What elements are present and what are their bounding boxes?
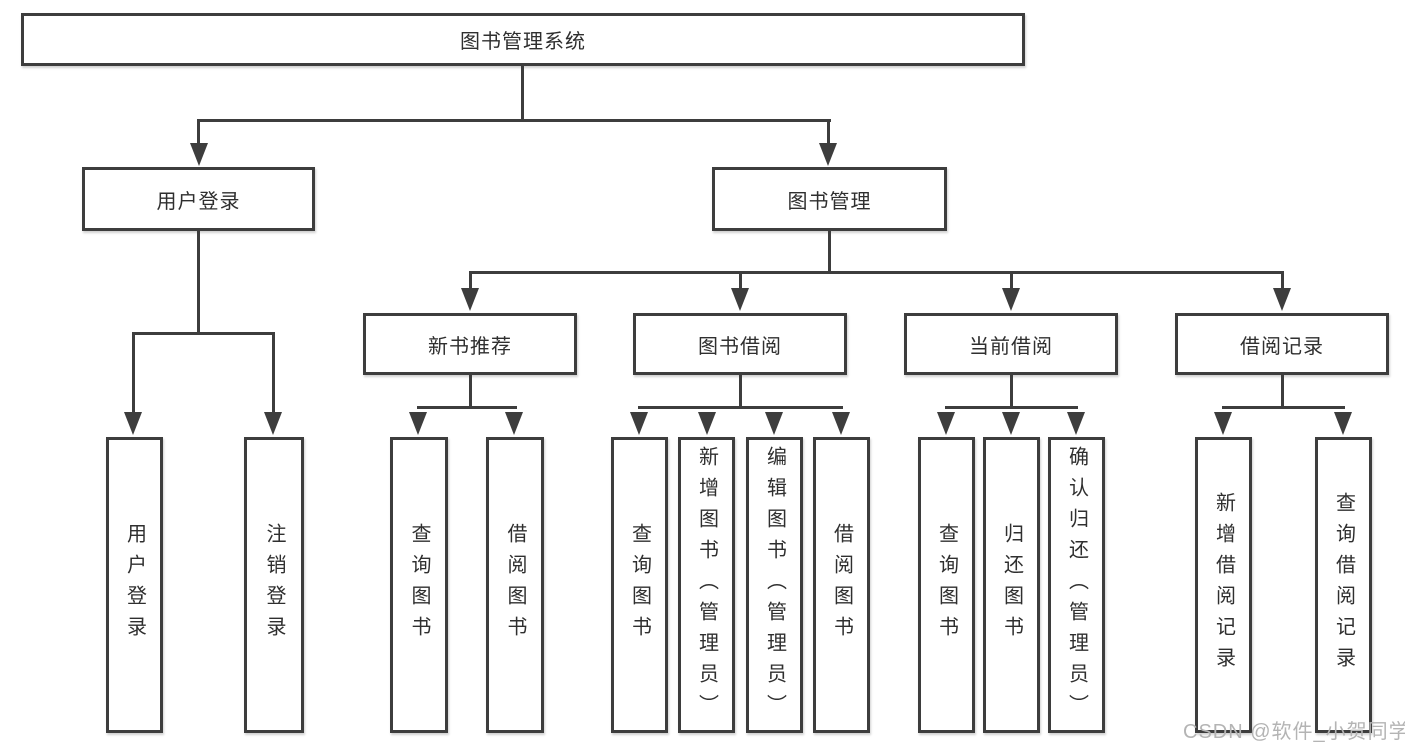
arrowhead-down-icon: [819, 143, 837, 166]
arrowhead-down-icon: [264, 412, 282, 435]
connector-user-login-split: [132, 332, 275, 335]
connector-borrowing-split: [638, 406, 843, 409]
arrowhead-down-icon: [832, 412, 850, 435]
connector-user-login-stem: [197, 231, 200, 334]
leaf-borrow-books-recommend: 借阅图书: [486, 437, 544, 733]
leaf-query-books-current: 查询图书: [918, 437, 975, 733]
leaf-return-books-label: 归还图书: [1000, 523, 1023, 647]
leaf-borrow-books-recommend-label: 借阅图书: [504, 523, 526, 647]
leaf-query-books-current-label: 查询图书: [935, 523, 958, 647]
connector-stem: [132, 332, 135, 416]
connector-records-split: [1222, 406, 1345, 409]
leaf-add-books-admin-label: 新增图书（管理员）: [695, 445, 718, 725]
arrowhead-down-icon: [1214, 412, 1232, 435]
node-book-borrowing-label: 图书借阅: [698, 335, 782, 358]
node-current-borrowing: 当前借阅: [904, 313, 1118, 375]
leaf-query-borrow-record-label: 查询借阅记录: [1332, 492, 1355, 678]
node-current-borrowing-label: 当前借阅: [969, 335, 1053, 358]
arrowhead-down-icon: [1067, 412, 1085, 435]
leaf-query-borrow-record: 查询借阅记录: [1315, 437, 1372, 733]
leaf-borrow-books: 借阅图书: [813, 437, 870, 733]
node-root: 图书管理系统: [21, 13, 1025, 66]
arrowhead-down-icon: [937, 412, 955, 435]
leaf-edit-books-admin-label: 编辑图书（管理员）: [763, 445, 786, 725]
arrowhead-down-icon: [765, 412, 783, 435]
connector-root-stem: [521, 66, 524, 121]
connector-level3-split: [469, 271, 1284, 274]
leaf-confirm-return-admin-label: 确认归还（管理员）: [1065, 445, 1088, 725]
arrowhead-down-icon: [190, 143, 208, 166]
arrowhead-down-icon: [124, 412, 142, 435]
connector-stem: [469, 271, 472, 291]
leaf-return-books: 归还图书: [983, 437, 1040, 733]
arrowhead-down-icon: [1002, 412, 1020, 435]
arrowhead-down-icon: [409, 412, 427, 435]
leaf-borrow-books-label: 借阅图书: [830, 523, 853, 647]
connector-current-split: [945, 406, 1078, 409]
csdn-watermark: CSDN @软件_小贺同学: [1183, 721, 1405, 743]
arrowhead-down-icon: [505, 412, 523, 435]
arrowhead-down-icon: [1273, 288, 1291, 311]
leaf-confirm-return-admin: 确认归还（管理员）: [1048, 437, 1105, 733]
leaf-logout: 注销登录: [244, 437, 304, 733]
node-user-login-label: 用户登录: [156, 190, 241, 213]
connector-stem: [1010, 271, 1013, 291]
connector-stem: [1281, 271, 1284, 291]
leaf-add-borrow-record: 新增借阅记录: [1195, 437, 1252, 733]
node-book-management: 图书管理: [712, 167, 947, 231]
connector-current-stem: [1010, 375, 1013, 409]
node-user-login: 用户登录: [82, 167, 315, 231]
leaf-logout-label: 注销登录: [263, 523, 285, 647]
leaf-query-books-recommend-label: 查询图书: [408, 523, 430, 647]
leaf-add-books-admin: 新增图书（管理员）: [678, 437, 735, 733]
leaf-query-books-recommend: 查询图书: [390, 437, 448, 733]
node-root-label: 图书管理系统: [460, 31, 586, 53]
leaf-edit-books-admin: 编辑图书（管理员）: [746, 437, 803, 733]
arrowhead-down-icon: [731, 288, 749, 311]
arrowhead-down-icon: [461, 288, 479, 311]
arrowhead-down-icon: [1002, 288, 1020, 311]
connector-book-mgmt-stem: [828, 231, 831, 274]
connector-stem: [827, 119, 830, 149]
connector-level2-split: [197, 119, 831, 122]
node-book-borrowing: 图书借阅: [633, 313, 847, 375]
node-new-book-recommend-label: 新书推荐: [428, 335, 512, 358]
arrowhead-down-icon: [698, 412, 716, 435]
arrowhead-down-icon: [1334, 412, 1352, 435]
leaf-user-login: 用户登录: [106, 437, 163, 733]
leaf-user-login-label: 用户登录: [123, 523, 146, 647]
leaf-query-books-borrowing: 查询图书: [611, 437, 668, 733]
connector-recommend-split: [417, 406, 517, 409]
node-book-management-label: 图书管理: [787, 190, 872, 213]
leaf-add-borrow-record-label: 新增借阅记录: [1212, 492, 1235, 678]
connector-stem: [739, 271, 742, 291]
connector-stem: [197, 119, 200, 149]
connector-records-stem: [1281, 375, 1284, 409]
connector-borrowing-stem: [739, 375, 742, 409]
arrowhead-down-icon: [630, 412, 648, 435]
node-new-book-recommend: 新书推荐: [363, 313, 577, 375]
connector-recommend-stem: [469, 375, 472, 409]
node-borrowing-records: 借阅记录: [1175, 313, 1389, 375]
connector-stem: [272, 332, 275, 416]
leaf-query-books-borrowing-label: 查询图书: [628, 523, 651, 647]
node-borrowing-records-label: 借阅记录: [1240, 335, 1324, 358]
